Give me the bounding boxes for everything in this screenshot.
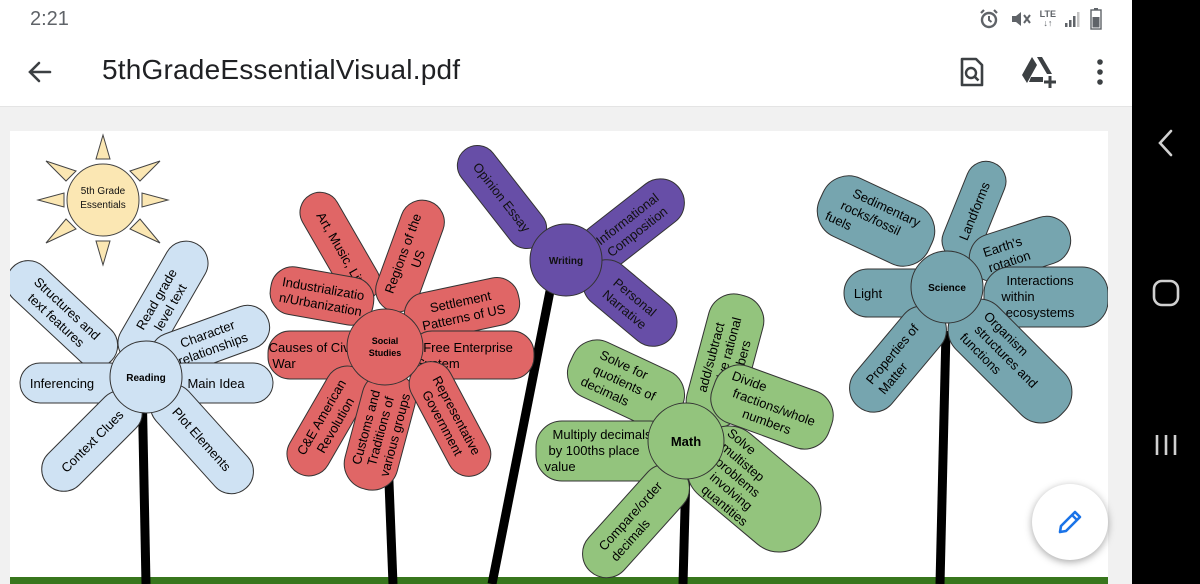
nav-home-button[interactable] xyxy=(1141,268,1191,318)
sun-ray xyxy=(129,160,161,182)
petal-structures: Structures and text features xyxy=(10,260,119,368)
petal-interactions: Interactions within ecosystems xyxy=(983,266,1108,328)
status-icons: LTE ↓↑ xyxy=(978,6,1102,32)
sun-ray xyxy=(45,160,77,182)
sun-ray xyxy=(129,218,161,244)
sun-label-line2: Essentials xyxy=(80,200,126,211)
petal-inferencing: Inferencing xyxy=(19,362,131,404)
sun-ray xyxy=(36,192,65,208)
sun: 5th Grade Essentials xyxy=(36,133,170,267)
back-icon xyxy=(1158,129,1173,157)
lte-label: LTE xyxy=(1039,9,1056,19)
system-nav-bar xyxy=(1132,0,1200,584)
more-options-button[interactable] xyxy=(1078,50,1122,94)
lte-signal-icon: LTE ↓↑ xyxy=(1039,9,1056,28)
petal-label: Multiply decimals xyxy=(553,427,652,442)
petal-label: Causes of Civil xyxy=(269,340,356,355)
math-center xyxy=(647,402,725,480)
add-to-drive-icon xyxy=(1022,57,1056,88)
app-bar: 5thGradeEssentialVisual.pdf xyxy=(0,38,1132,107)
petal-label: Inferencing xyxy=(30,376,94,391)
social-studies-center-line1: Social xyxy=(372,336,399,346)
petal-label: War xyxy=(272,356,296,371)
petal-label: ecosystems xyxy=(1006,305,1075,320)
nav-recents-button[interactable] xyxy=(1141,420,1191,470)
alarm-icon xyxy=(979,9,998,29)
pdf-page: 5th Grade Essentials Structures and text… xyxy=(10,131,1108,584)
petal-settlement: Settlement Patterns of US xyxy=(403,277,521,341)
sun-ray xyxy=(95,240,111,267)
nav-back-button[interactable] xyxy=(1141,118,1191,168)
sun-body xyxy=(66,163,140,237)
sun-ray xyxy=(45,218,77,244)
recents-icon xyxy=(1155,435,1177,455)
petal-label: within xyxy=(1000,289,1034,304)
add-to-drive-button[interactable] xyxy=(1018,50,1062,94)
home-icon xyxy=(1152,279,1180,307)
petal-label: Light xyxy=(854,286,883,301)
math-flower: Solve for quotients of decimals add/subt… xyxy=(535,293,834,579)
petal-customs: Customs and Traditions of various groups xyxy=(343,371,417,491)
edit-fab-button[interactable] xyxy=(1032,484,1108,560)
document-title: 5thGradeEssentialVisual.pdf xyxy=(102,54,461,85)
petal-label: Free Enterprise xyxy=(423,340,513,355)
sun-ray xyxy=(95,133,111,160)
science-flower: Sedimentary rocks/fossil fuels Landforms… xyxy=(816,160,1108,424)
find-in-page-icon xyxy=(960,57,984,87)
petal-label: Interactions xyxy=(1006,273,1074,288)
edit-pencil-icon xyxy=(1058,510,1082,534)
pdf-viewer[interactable]: 5th Grade Essentials Structures and text… xyxy=(0,107,1132,584)
sun-ray xyxy=(141,192,170,208)
status-time: 2:21 xyxy=(30,8,69,30)
science-center xyxy=(910,250,984,324)
vibrate-icon xyxy=(1011,12,1031,26)
social-studies-center xyxy=(346,308,424,386)
back-arrow-icon xyxy=(28,61,52,83)
signal-icon xyxy=(1065,12,1080,27)
find-in-page-button[interactable] xyxy=(950,50,994,94)
petal-multiply-decimals: Multiply decimals by 100ths place value xyxy=(535,420,677,482)
petal-label: US xyxy=(408,248,428,270)
science-stem xyxy=(935,330,951,584)
petal-organism: Organism structures and functions xyxy=(947,298,1073,424)
math-center-label: Math xyxy=(671,434,701,449)
grass-line xyxy=(10,577,1108,584)
petal-label: value xyxy=(544,459,575,474)
more-vert-icon xyxy=(1097,59,1103,85)
petal-label: Main Idea xyxy=(187,376,245,391)
status-bar: 2:21 LTE ↓↑ xyxy=(0,0,1132,38)
science-center-label: Science xyxy=(928,283,966,294)
social-studies-center-line2: Studies xyxy=(369,348,402,358)
petal-label: by 100ths place xyxy=(548,443,639,458)
reading-center xyxy=(109,340,183,414)
writing-stem xyxy=(487,280,557,584)
petal-industrialization: Industrializatio n/Urbanization xyxy=(269,266,375,326)
social-studies-flower: Art, Music, Lit Regions of the US Indust… xyxy=(267,191,535,491)
petal-quotients: Solve for quotients of decimals xyxy=(566,339,686,429)
writing-center xyxy=(529,223,603,297)
reading-center-label: Reading xyxy=(126,373,165,384)
petal-american-revolution: C&E American Revolution xyxy=(286,365,370,477)
petal-landforms: Landforms xyxy=(941,160,1007,262)
sun-label-line1: 5th Grade xyxy=(81,186,126,197)
writing-center-label: Writing xyxy=(549,256,583,267)
back-button[interactable] xyxy=(20,52,60,92)
battery-icon xyxy=(1090,8,1102,30)
essentials-flower-diagram: 5th Grade Essentials Structures and text… xyxy=(10,133,1108,584)
